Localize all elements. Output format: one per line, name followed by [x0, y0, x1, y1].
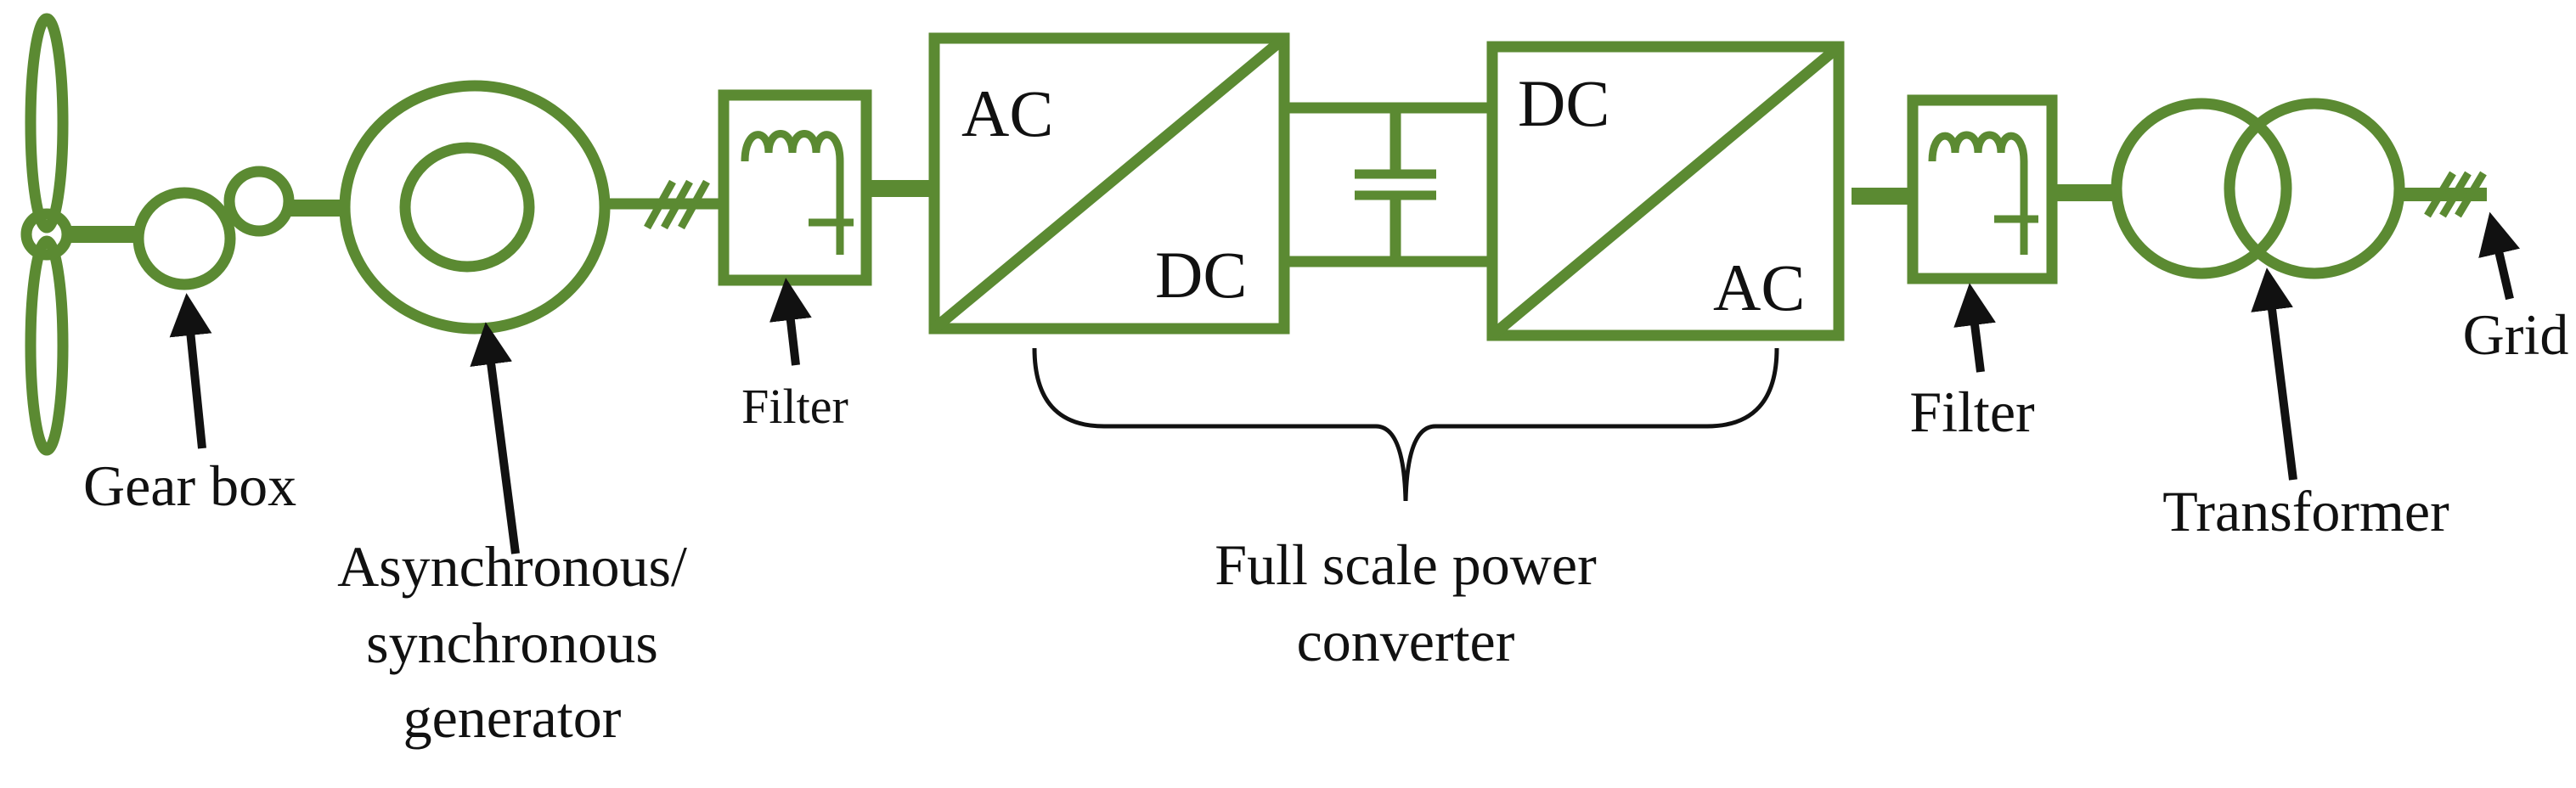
rectifier-dc-label: DC — [1155, 238, 1247, 312]
converter-label-line-1: Full scale power — [1215, 532, 1597, 597]
grid-label: Grid — [2463, 302, 2569, 367]
converter-brace — [1032, 347, 1779, 502]
transformer-label: Transformer — [2162, 479, 2449, 543]
capacitor-icon — [1284, 102, 1492, 267]
drive-shaft — [67, 198, 660, 243]
ac-dc-converter-icon — [928, 32, 1290, 335]
filter-right-pointer-arrow — [1953, 283, 1996, 373]
gearbox-icon — [132, 166, 295, 290]
generator-label-line-1: Asynchronous/ — [337, 534, 687, 599]
three-phase-line-icon — [2424, 171, 2487, 218]
filter-right-label: Filter — [1909, 380, 2035, 444]
transformer-icon — [2111, 98, 2405, 279]
lc-filter-icon — [718, 89, 872, 286]
gear-box-label: Gear box — [83, 453, 296, 518]
rectifier-ac-label: AC — [961, 76, 1053, 150]
generator-label-line-2: synchronous — [366, 611, 658, 675]
transformer-pointer-arrow — [2251, 267, 2297, 481]
inverter-ac-label: AC — [1713, 250, 1805, 324]
wind-turbine-rotor-icon — [20, 13, 73, 456]
dc-ac-converter-icon — [1486, 41, 1845, 341]
converter-label-line-2: converter — [1297, 609, 1515, 673]
lc-filter-icon — [1907, 94, 2058, 284]
generator-icon — [339, 80, 611, 335]
generator-label-line-3: generator — [403, 685, 622, 750]
filter-left-pointer-arrow — [769, 278, 812, 366]
inverter-dc-label: DC — [1518, 66, 1609, 140]
filter-left-label: Filter — [741, 379, 848, 434]
generator-pointer-arrow — [470, 322, 520, 554]
gearbox-pointer-arrow — [169, 293, 212, 449]
grid-pointer-arrow — [2478, 211, 2520, 301]
